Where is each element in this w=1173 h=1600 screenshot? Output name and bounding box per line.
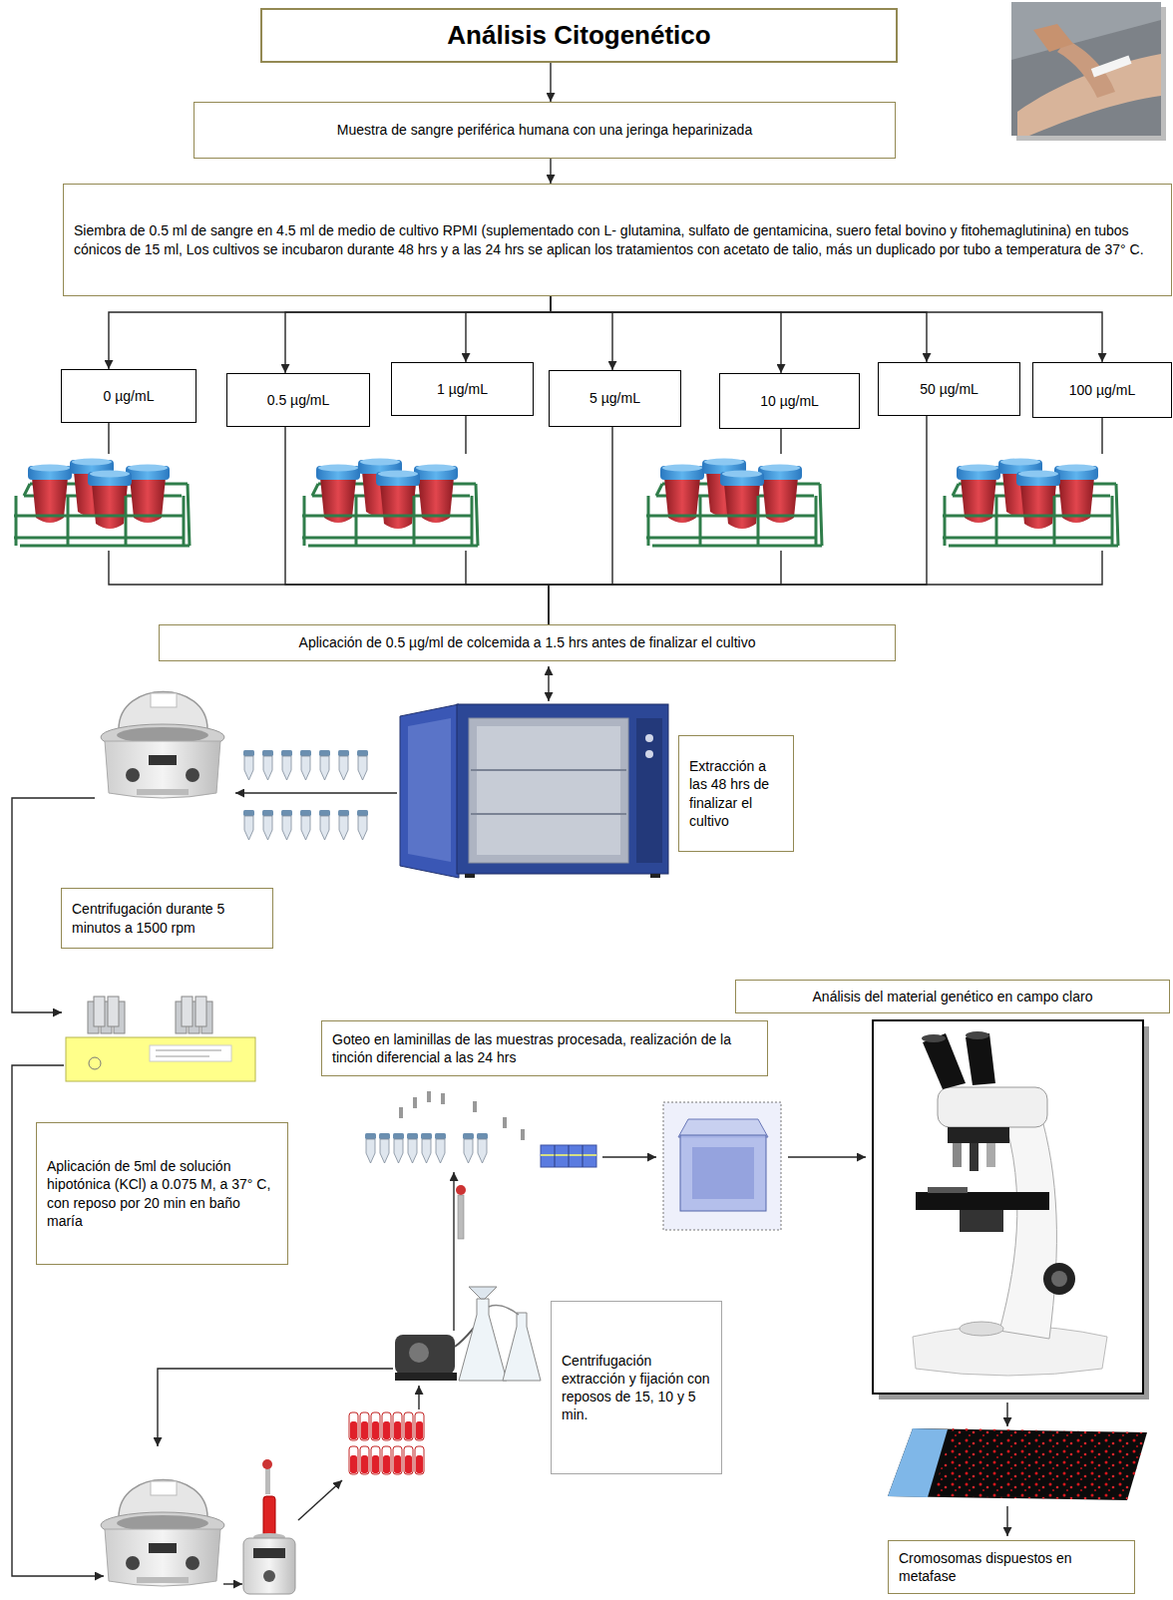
flow-connector [550,296,1103,363]
flow-arrow [417,1385,419,1410]
node-text: Centrifugación durante 5 minutos a 1500 … [71,899,263,936]
concentration-box: 0 µg/mL [60,369,197,423]
process-box: Muestra de sangre periférica humana con … [193,101,896,159]
tube-rack [7,453,194,551]
process-box: Aplicación de 0.5 µg/ml de colcemida a 1… [158,624,896,662]
blood-draw-photo [1011,1,1167,141]
flow-connector [285,426,549,625]
node-text: 50 µg/mL [886,380,1012,398]
node-text: Muestra de sangre periférica humana con … [204,120,885,139]
process-box: Siembra de 0.5 ml de sangre en 4.5 ml de… [62,183,1173,297]
process-box: Extracción a las 48 hrs de finalizar el … [678,735,794,852]
flow-connector [549,62,551,102]
flow-arrow [602,1156,657,1158]
process-box: Goteo en laminillas de las muestras proc… [321,1020,769,1077]
water-bath [65,996,256,1082]
flow-connector [465,296,551,363]
process-box: Análisis del material genético en campo … [735,979,1171,1014]
process-box: Cromosomas dispuestos en metafase [887,1540,1136,1594]
process-box: Centrifugación extracción y fijación con… [550,1300,723,1475]
flow-arrow [547,666,549,702]
process-box: Aplicación de 5ml de solución hipotónica… [35,1122,289,1265]
flow-arrow [452,1172,454,1331]
node-text: 100 µg/mL [1041,381,1164,399]
node-text: 0 µg/mL [69,387,188,405]
node-text: Aplicación de 0.5 µg/ml de colcemida a 1… [169,633,885,652]
flow-arrow [787,1156,866,1158]
node-text: 0.5 µg/mL [235,391,362,409]
flow-connector [548,415,927,625]
dropping-tubes [365,1091,525,1164]
conical-tubes [243,750,369,840]
pipette [455,1184,466,1239]
node-text: Análisis del material genético en campo … [746,987,1160,1006]
vortex-mixer [243,1459,296,1594]
concentration-box: 50 µg/mL [877,362,1021,416]
flow-connector [548,426,613,625]
flow-arrow [1006,1402,1008,1427]
node-text: Cromosomas dispuestos en metafase [898,1549,1125,1585]
concentration-box: 1 µg/mL [391,362,534,416]
flow-line [157,1368,393,1447]
concentration-box: 100 µg/mL [1032,362,1173,418]
slide-tray [540,1145,597,1168]
title-box: Análisis Citogenético [260,7,898,63]
node-text: Análisis Citogenético [274,18,884,53]
tube-rack [296,453,482,551]
flow-arrow [235,791,397,793]
flow-arrow [223,1582,243,1584]
incubator [399,704,669,878]
node-text: 1 µg/mL [399,380,525,398]
flow-connector [549,158,551,184]
flow-connector [550,296,613,371]
microscope [872,1020,1150,1400]
tube-rack [640,453,826,551]
centrifuge [100,692,225,799]
node-text: 10 µg/mL [728,391,851,410]
node-text: Aplicación de 5ml de solución hipotónica… [46,1157,278,1230]
node-text: Centrifugación extracción y fijación con… [561,1351,712,1425]
staining-jar [663,1102,782,1230]
tube-rack [936,453,1123,551]
metaphase-slide [887,1428,1148,1501]
flow-connector [550,296,927,363]
flow-arrow [298,1480,343,1521]
node-text: Goteo en laminillas de las muestras proc… [332,1030,758,1067]
node-text: 5 µg/mL [557,389,673,407]
flow-arrow [1006,1506,1008,1537]
centrifuge [100,1480,225,1587]
flow-connector [550,296,782,374]
process-box: Centrifugación durante 5 minutos a 1500 … [60,887,274,949]
vacuum-pump [394,1286,541,1381]
node-text: Extracción a las 48 hrs de finalizar el … [689,757,783,830]
node-text: Siembra de 0.5 ml de sangre en 4.5 ml de… [73,221,1162,258]
concentration-box: 10 µg/mL [719,373,860,429]
sample-tubes [349,1412,424,1475]
concentration-box: 0.5 µg/mL [226,373,371,427]
flow-connector [108,296,551,370]
concentration-box: 5 µg/mL [548,370,682,427]
